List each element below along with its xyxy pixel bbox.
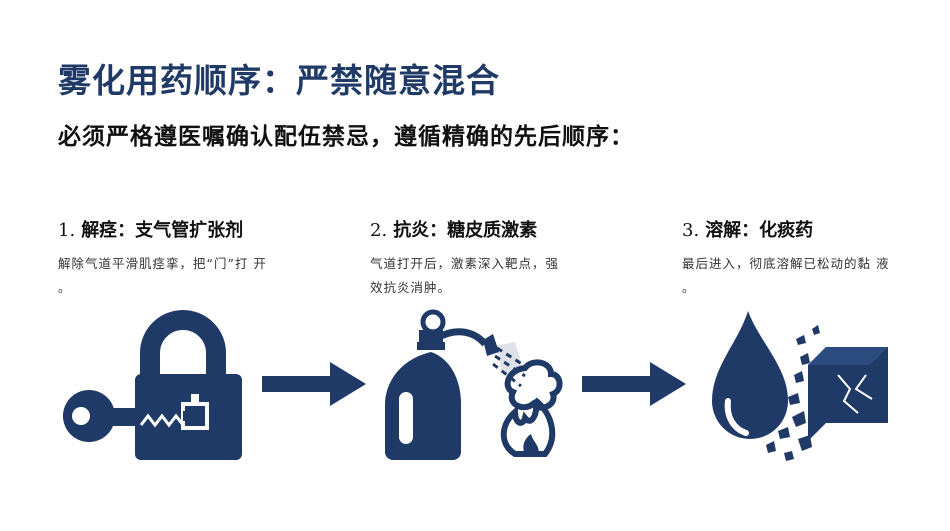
arrow-right-icon: [262, 362, 366, 406]
fire-extinguisher-icon: [385, 309, 563, 460]
step-2-number: 2.: [370, 220, 388, 241]
drop-dissolving-block-icon: [712, 311, 888, 461]
step-1-number: 1.: [58, 220, 76, 241]
step-3: 3.溶解：化痰药 最后进入，彻底溶解已松动的黏 液 。: [682, 216, 932, 300]
step-2: 2.抗炎：糖皮质激素 气道打开后，激素深入靶点，强效抗炎消肿。: [370, 216, 620, 300]
step-1-heading: 解痉：支气管扩张剂: [81, 220, 244, 241]
step-2-heading: 抗炎：糖皮质激素: [393, 220, 538, 241]
step-1: 1.解痉：支气管扩张剂 解除气道平滑肌痉挛，把“门”打 开 。: [58, 216, 308, 300]
step-3-heading: 溶解：化痰药: [705, 220, 814, 241]
step-1-description: 解除气道平滑肌痉挛，把“门”打 开 。: [58, 256, 267, 295]
page-title: 雾化用药顺序：严禁随意混合: [58, 61, 500, 100]
arrow-right-icon: [582, 362, 686, 406]
step-2-description: 气道打开后，激素深入靶点，强效抗炎消肿。: [370, 256, 560, 295]
padlock-key-icon: [63, 310, 242, 460]
step-3-number: 3.: [682, 220, 700, 241]
step-3-title: 3.溶解：化痰药: [682, 216, 932, 242]
step-3-description: 最后进入，彻底溶解已松动的黏 液 。: [682, 256, 890, 295]
step-1-title: 1.解痉：支气管扩张剂: [58, 216, 308, 242]
step-2-title: 2.抗炎：糖皮质激素: [370, 216, 620, 242]
page-subtitle: 必须严格遵医嘱确认配伍禁忌，遵循精确的先后顺序：: [58, 124, 634, 150]
